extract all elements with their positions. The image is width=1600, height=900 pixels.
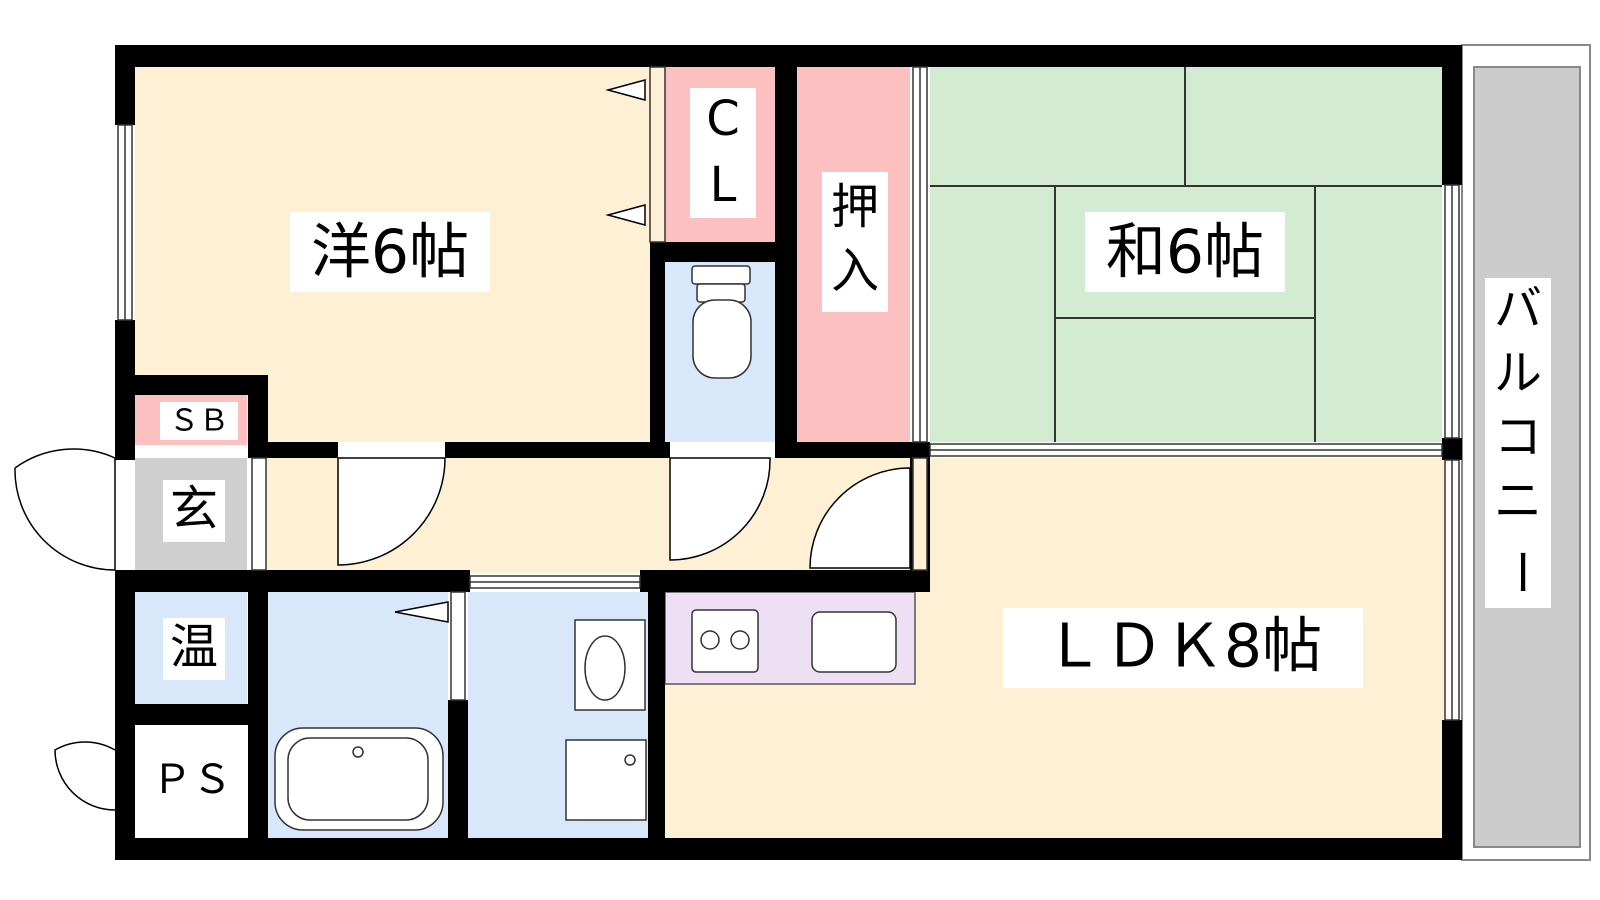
windows bbox=[117, 66, 1460, 721]
balcony-label-2: ル bbox=[1494, 345, 1542, 401]
pipe-space-floor bbox=[135, 725, 247, 838]
doors bbox=[14, 79, 911, 811]
oshiire-label-1: 押 bbox=[831, 179, 879, 235]
pipe-space-label: ＰＳ bbox=[152, 757, 232, 803]
washing-machine bbox=[565, 739, 647, 821]
room-labels: 洋6帖 和6帖 ＬＤＫ8帖 C L 押 入 ＳＢ 玄 温 ＰＳ バ ル コ ニ … bbox=[152, 88, 1551, 803]
balcony-label-1: バ bbox=[1494, 281, 1542, 337]
western-room-label: 洋6帖 bbox=[311, 218, 469, 288]
fixtures bbox=[274, 265, 897, 831]
toilet-tank bbox=[691, 265, 751, 285]
tatami-lines bbox=[930, 67, 1442, 442]
bathtub-inner bbox=[287, 737, 429, 821]
balcony-label-3: コ bbox=[1494, 409, 1542, 465]
entrance-label: 玄 bbox=[170, 481, 218, 537]
ldk-label: ＬＤＫ8帖 bbox=[1044, 612, 1322, 682]
balcony-label-4: ニ bbox=[1494, 473, 1542, 529]
closet-c-label: C bbox=[706, 91, 740, 147]
closet-l-label: L bbox=[710, 157, 737, 213]
water-heater-label: 温 bbox=[170, 619, 218, 675]
balcony-label-5: ー bbox=[1493, 548, 1549, 596]
shoe-box-label: ＳＢ bbox=[169, 404, 229, 439]
japanese-room-label: 和6帖 bbox=[1106, 218, 1264, 288]
stove bbox=[691, 609, 759, 673]
oshiire-label-2: 入 bbox=[831, 243, 879, 299]
sink bbox=[811, 611, 897, 673]
walls bbox=[115, 45, 1462, 860]
toilet-bowl bbox=[692, 299, 752, 379]
